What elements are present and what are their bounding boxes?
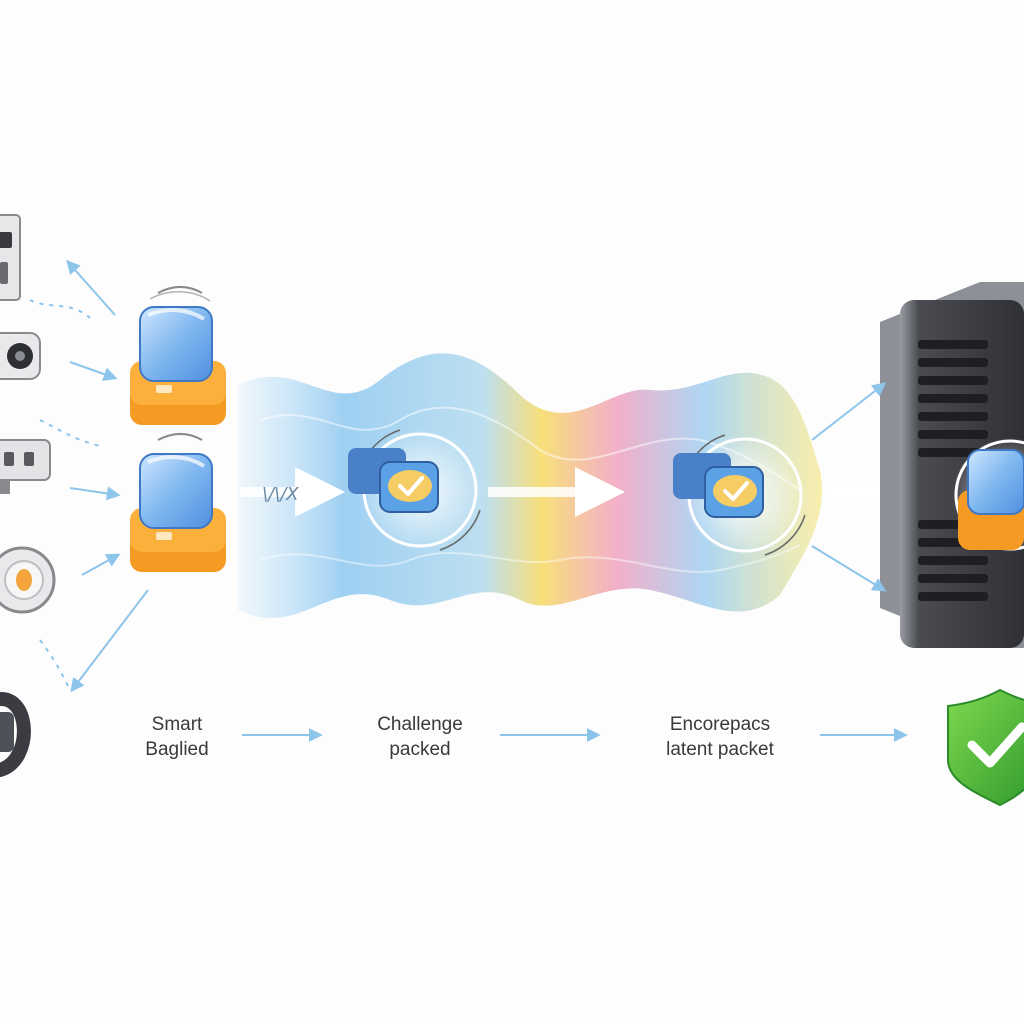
step-label-smart: Smart Baglied <box>112 712 242 762</box>
smart-lock-icon <box>0 214 21 301</box>
step-label-line: packed <box>389 739 451 760</box>
device-arrows <box>29 259 149 693</box>
packet-2 <box>673 433 807 557</box>
secure-chip-icon <box>130 433 226 572</box>
wristband-icon <box>0 692 31 777</box>
check-packet-icon <box>348 448 439 513</box>
step-label-line: Challenge <box>377 714 463 735</box>
server-arrows <box>811 382 887 592</box>
step-label-line: Encorepacs <box>669 714 771 735</box>
thermostat-icon <box>0 546 56 614</box>
step-label-challenge: Challenge packed <box>340 712 500 762</box>
shield-check-icon <box>947 688 1024 807</box>
check-packet-icon <box>673 453 764 518</box>
step-label-encapsulate: Encorepacs latent packet <box>630 712 810 762</box>
secure-chip-2 <box>130 433 226 572</box>
secure-chip-1 <box>130 286 226 425</box>
step-label-line: latent packet <box>666 739 774 760</box>
step-label-line: Baglied <box>145 739 209 760</box>
camera-icon <box>0 332 41 380</box>
flow-mark: \/\/X <box>262 484 299 505</box>
step-label-line: Smart <box>151 714 203 735</box>
secure-chip-icon <box>130 286 226 425</box>
packet-1 <box>348 428 482 552</box>
router-icon <box>0 439 51 494</box>
server-icon <box>880 282 1024 648</box>
